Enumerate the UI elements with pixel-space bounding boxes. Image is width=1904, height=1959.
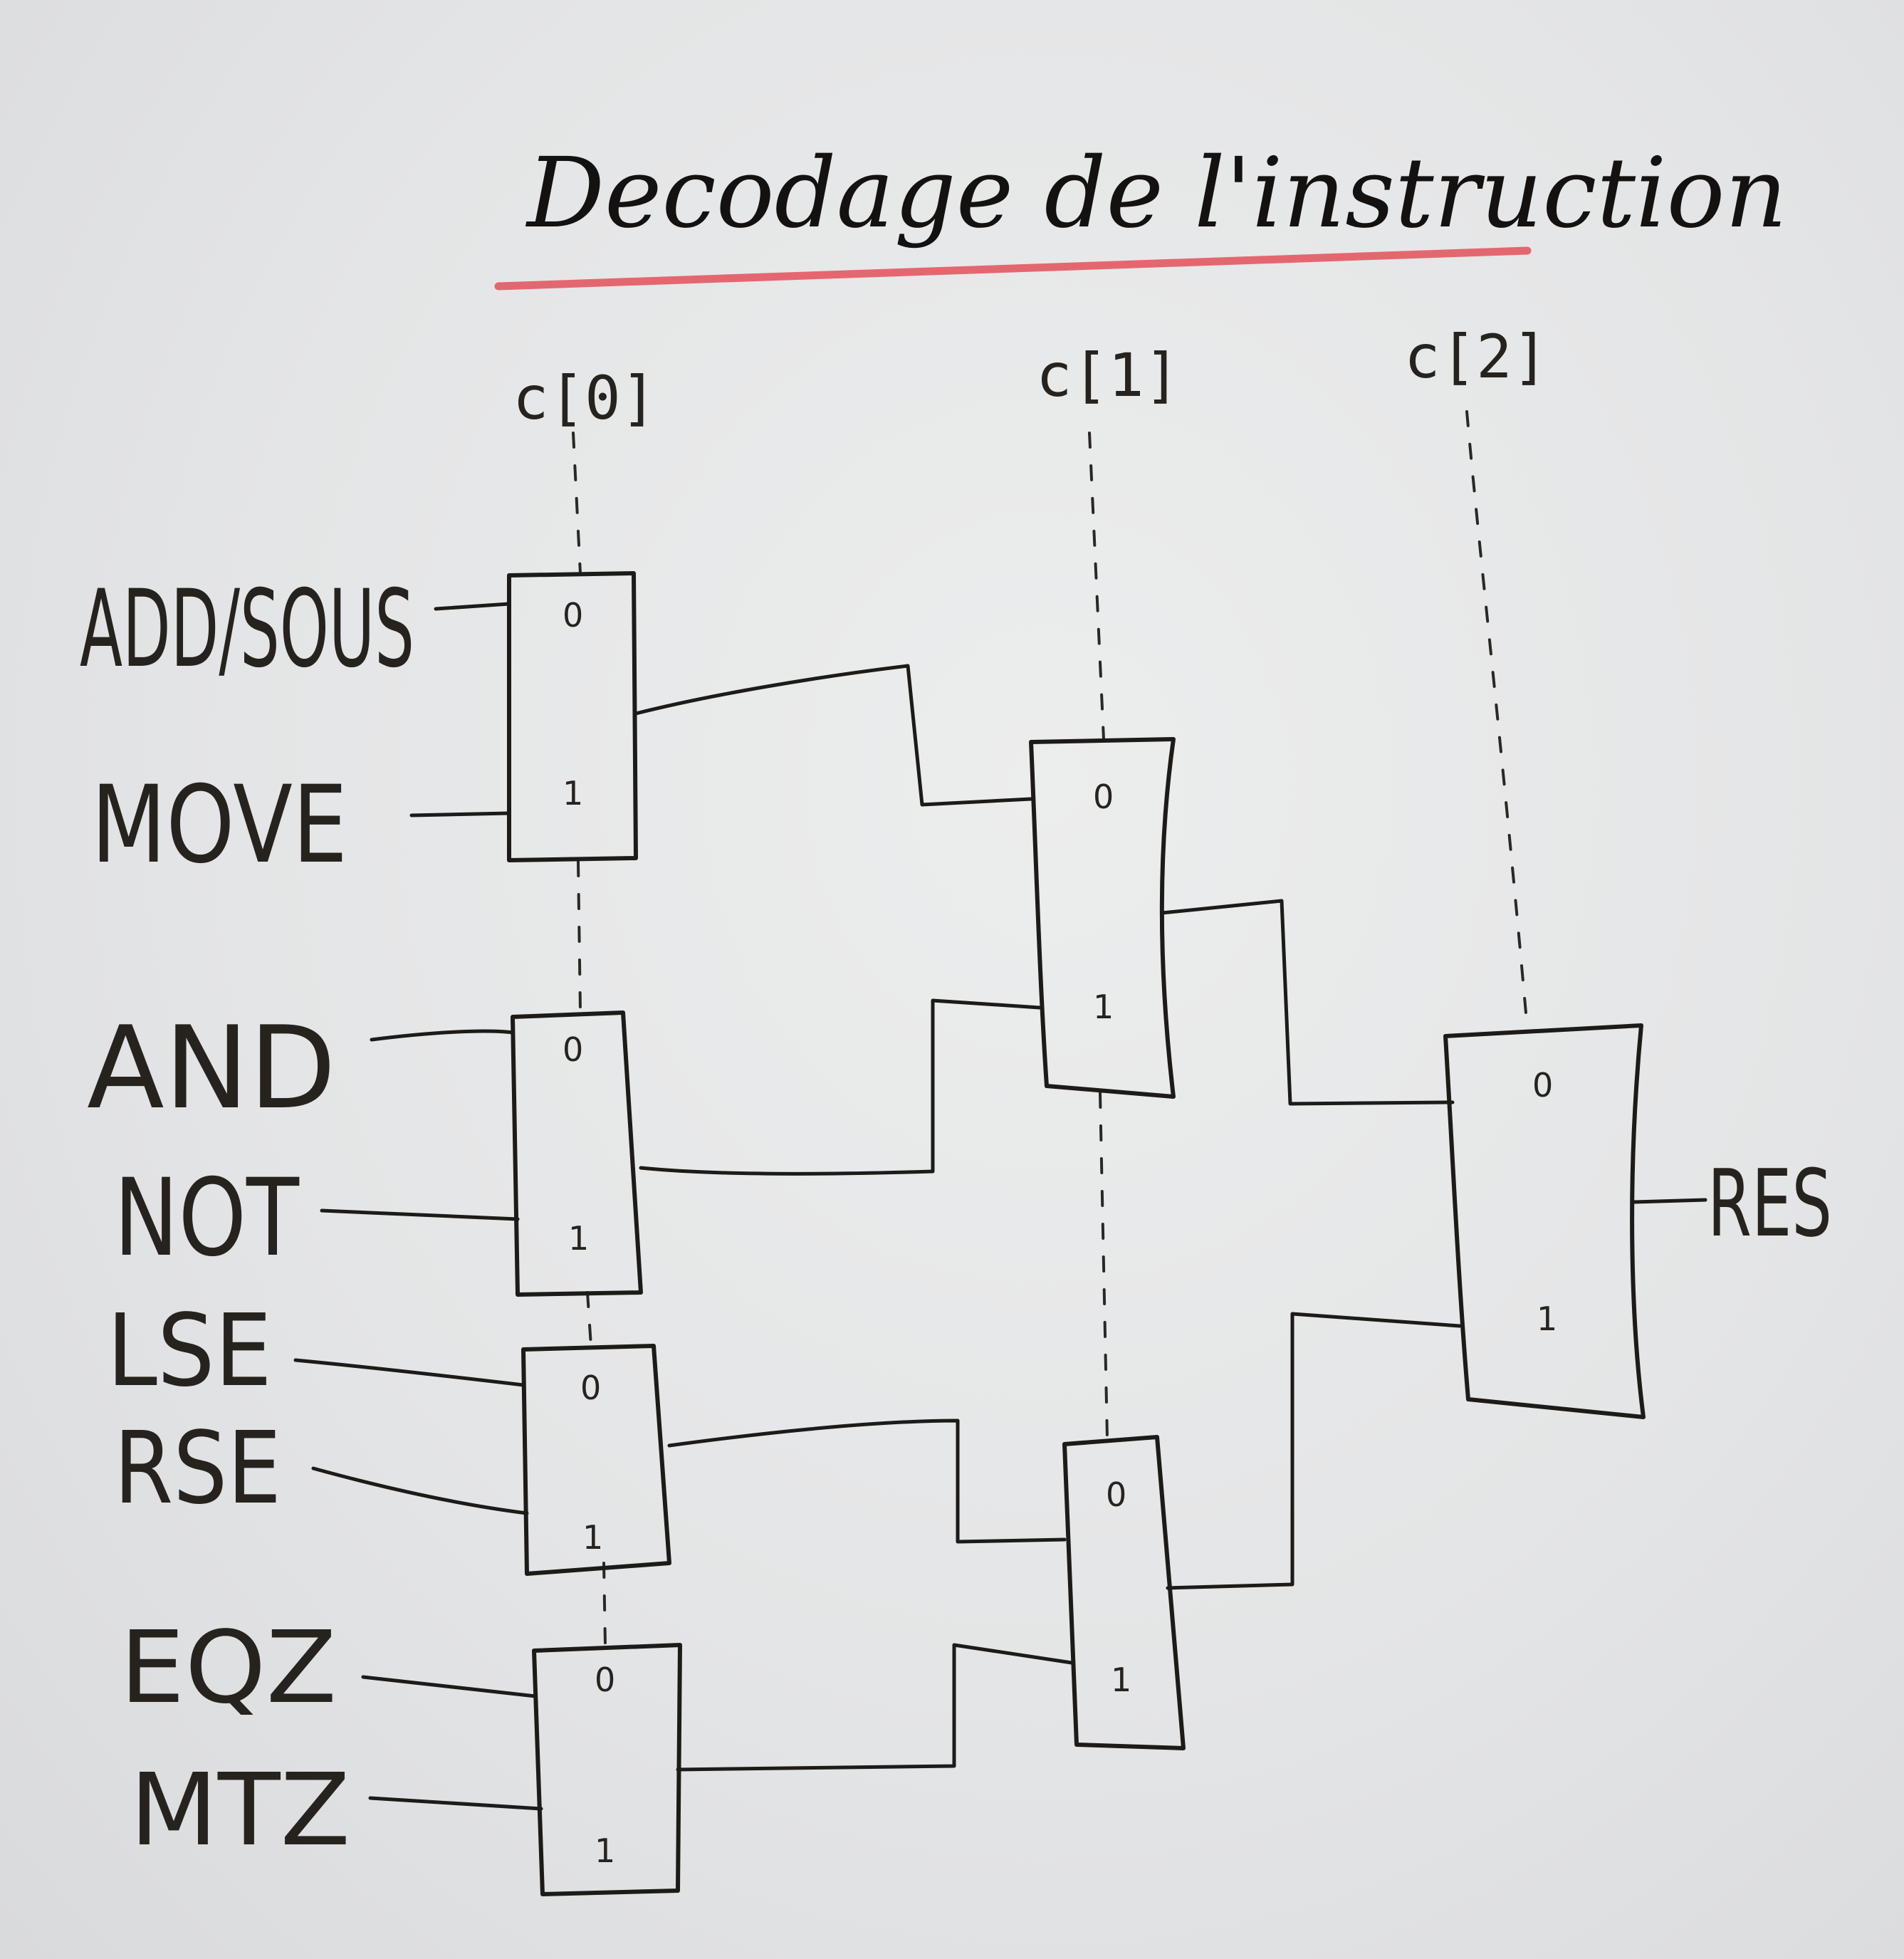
input-label-move: MOVE: [91, 763, 347, 887]
mux-6-port-0: 0: [1106, 1475, 1126, 1514]
input-label-addsous: ADD/SOUS: [80, 568, 414, 691]
output-label-res: RES: [1707, 1149, 1832, 1258]
wire-addsous: [434, 602, 511, 611]
mux-6: [1062, 1435, 1186, 1750]
mux-7-port-1: 1: [1537, 1300, 1557, 1338]
wire-mux6-to-mux7: [1166, 1312, 1462, 1590]
mux-6-port-1: 1: [1111, 1661, 1131, 1699]
mux-1: [507, 571, 638, 862]
diagram-title: Decodage de l'instruction: [525, 137, 1787, 250]
mux-5: [1029, 737, 1176, 1099]
mux-2-port-1: 1: [568, 1219, 589, 1258]
mux-1-port-1: 1: [563, 774, 583, 813]
select-line-c1-m5-m6: [1099, 1092, 1109, 1440]
input-label-mtz: MTZ: [130, 1752, 350, 1869]
wire-lse: [293, 1358, 525, 1387]
selector-label-c0: c[0]: [513, 363, 657, 433]
mux-3-port-1: 1: [582, 1518, 603, 1557]
mux-4-port-1: 1: [595, 1832, 615, 1870]
select-line-c1-top: [1088, 432, 1105, 741]
mux-3-port-0: 0: [580, 1369, 601, 1407]
wire-eqz: [361, 1675, 538, 1698]
mux-5-port-0: 0: [1093, 778, 1114, 816]
wire-mux2-to-mux5: [639, 998, 1042, 1176]
selector-label-c2: c[2]: [1404, 322, 1548, 392]
wire-mux4-to-mux6: [676, 1643, 1074, 1772]
select-line-c0-m3-m4: [602, 1562, 607, 1646]
input-label-rse: RSE: [114, 1411, 281, 1527]
mux-4: [532, 1643, 682, 1896]
select-line-c0-m2-m3: [586, 1291, 592, 1347]
select-line-c0-top: [572, 432, 582, 575]
mux-3: [521, 1344, 671, 1576]
mux-7-port-0: 0: [1532, 1066, 1553, 1104]
input-label-and: AND: [87, 1001, 336, 1134]
select-line-c2: [1465, 410, 1529, 1030]
mux-5-port-1: 1: [1093, 988, 1114, 1026]
mux-4-port-0: 0: [595, 1661, 615, 1699]
wire-and: [370, 1029, 515, 1042]
mux-7: [1443, 1023, 1646, 1419]
wire-not: [320, 1208, 520, 1221]
wire-res: [1632, 1198, 1707, 1204]
wire-rse: [311, 1466, 529, 1515]
select-line-c0-m1-m2: [577, 860, 582, 1013]
wire-mux1-to-mux5: [634, 664, 1033, 807]
wire-mtz: [368, 1796, 543, 1811]
wire-mux3-to-mux6: [667, 1419, 1067, 1544]
input-label-lse: LSE: [107, 1293, 272, 1409]
title-underline: [494, 246, 1532, 291]
mux-1-port-0: 0: [563, 596, 583, 634]
wire-mux5-to-mux7: [1160, 899, 1455, 1106]
selector-label-c1: c[1]: [1036, 340, 1180, 410]
mux-2-port-0: 0: [563, 1030, 583, 1069]
input-label-eqz: EQZ: [120, 1610, 337, 1726]
mux-2: [511, 1010, 643, 1297]
input-label-not: NOT: [114, 1156, 300, 1280]
wire-move: [409, 811, 511, 817]
